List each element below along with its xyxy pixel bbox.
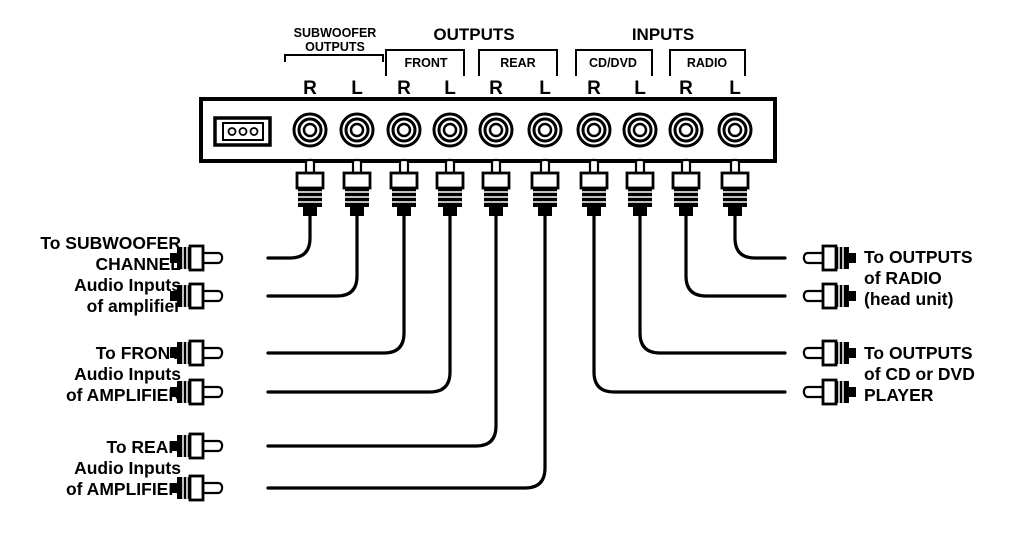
audio-cable xyxy=(266,214,498,448)
subwoofer-label-line1: To SUBWOOFER xyxy=(40,233,181,253)
rca-plug-end xyxy=(802,339,858,367)
rear-group-label: REAR xyxy=(500,56,535,70)
inputs-group-label: INPUTS xyxy=(632,25,694,44)
cd-label-line3: PLAYER xyxy=(864,385,934,405)
rca-plug xyxy=(671,158,701,218)
rca-jack xyxy=(717,112,753,148)
audio-cable xyxy=(266,214,359,298)
top-plugs xyxy=(295,158,750,218)
audio-cable xyxy=(266,214,312,260)
rear-label-line3: of AMPLIFIER xyxy=(66,479,181,499)
front-label-line1: To FRONT xyxy=(96,343,182,363)
radio-label-line3: (head unit) xyxy=(864,289,953,309)
group-brackets xyxy=(284,49,746,76)
rca-plug xyxy=(295,158,325,218)
audio-cable xyxy=(733,214,787,260)
three-pin-power-connector-icon xyxy=(213,116,272,147)
channel-label-r: R xyxy=(397,78,411,99)
audio-cable xyxy=(638,214,787,355)
rca-plug xyxy=(481,158,511,218)
rca-plug-end xyxy=(802,244,858,272)
rca-jack xyxy=(527,112,563,148)
cd-dvd-group-label: CD/DVD xyxy=(589,56,637,70)
rca-plug-end xyxy=(802,282,858,310)
subwoofer-outputs-label: SUBWOOFER xyxy=(294,26,377,40)
front-label-line3: of AMPLIFIER xyxy=(66,385,181,405)
channel-label-r: R xyxy=(679,78,693,99)
rca-jack xyxy=(386,112,422,148)
front-group-label: FRONT xyxy=(404,56,447,70)
rca-plug xyxy=(579,158,609,218)
subwoofer-outputs-label-line2: OUTPUTS xyxy=(305,40,365,54)
end-plugs xyxy=(168,244,858,502)
audio-cable xyxy=(266,214,406,355)
rca-plug xyxy=(435,158,465,218)
cd-label-line1: To OUTPUTS xyxy=(864,343,973,363)
channel-label-r: R xyxy=(303,78,317,99)
left-labels: To SUBWOOFER CHANNEL Audio Inputs of amp… xyxy=(40,233,181,499)
channel-label-l: L xyxy=(729,78,741,99)
audio-cable xyxy=(684,214,787,298)
rca-jack xyxy=(292,112,328,148)
rca-jack xyxy=(339,112,375,148)
rca-jack xyxy=(576,112,612,148)
outputs-group-label: OUTPUTS xyxy=(433,25,514,44)
rca-plug xyxy=(530,158,560,218)
channel-label-r: R xyxy=(489,78,503,99)
rca-plug xyxy=(342,158,372,218)
subwoofer-label-line4: of amplifier xyxy=(87,296,182,316)
rear-label-line1: To REAR xyxy=(106,437,181,457)
channel-label-l: L xyxy=(634,78,646,99)
front-label-line2: Audio Inputs xyxy=(74,364,181,384)
rca-jack xyxy=(432,112,468,148)
rca-plug-end xyxy=(802,378,858,406)
right-labels: To OUTPUTS of RADIO (head unit) To OUTPU… xyxy=(864,247,975,405)
radio-group-label: RADIO xyxy=(687,56,728,70)
rca-jack xyxy=(622,112,658,148)
channel-label-l: L xyxy=(444,78,456,99)
subwoofer-label-line2: CHANNEL xyxy=(95,254,181,274)
rca-jack xyxy=(668,112,704,148)
subwoofer-label-line3: Audio Inputs xyxy=(74,275,181,295)
radio-label-line1: To OUTPUTS xyxy=(864,247,973,267)
channel-label-l: L xyxy=(539,78,551,99)
rca-cables xyxy=(266,214,787,490)
radio-label-line2: of RADIO xyxy=(864,268,942,288)
rca-jack xyxy=(478,112,514,148)
channel-label-r: R xyxy=(587,78,601,99)
rear-label-line2: Audio Inputs xyxy=(74,458,181,478)
audio-cable xyxy=(266,214,452,394)
audio-cable xyxy=(592,214,787,394)
channel-label-l: L xyxy=(351,78,363,99)
rca-plug xyxy=(389,158,419,218)
rca-plug xyxy=(720,158,750,218)
rca-plug xyxy=(625,158,655,218)
cd-label-line2: of CD or DVD xyxy=(864,364,975,384)
audio-cable xyxy=(266,214,547,490)
